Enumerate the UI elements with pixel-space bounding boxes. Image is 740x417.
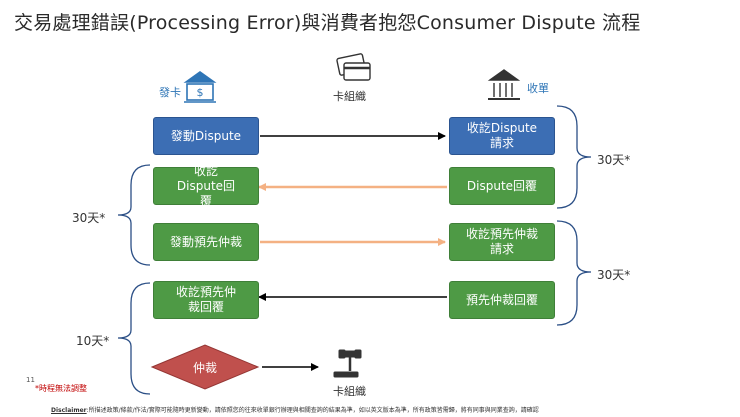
disclaimer-label: Disclaimer bbox=[51, 407, 87, 414]
duration-left-middle: 30天* bbox=[72, 211, 106, 225]
arbitration-diamond bbox=[150, 344, 260, 390]
card-network-icon bbox=[336, 53, 371, 81]
step-receive-pre-arbitration-reply: 收訖預先仲裁回覆 bbox=[153, 281, 259, 319]
duration-left-bottom: 10天* bbox=[76, 334, 110, 348]
brace-left-middle bbox=[117, 164, 151, 266]
page-title: 交易處理錯誤(Processing Error)與消費者抱怨Consumer D… bbox=[14, 12, 641, 34]
step-receive-dispute-reply: 收訖Dispute回覆 bbox=[153, 164, 259, 208]
step-initiate-dispute: 發動Dispute bbox=[153, 117, 259, 155]
disclaimer: Disclaimer:所描述政策/條款/作法/實際可能隨時更新變動，請依照您的往… bbox=[51, 405, 539, 414]
svg-text:$: $ bbox=[197, 86, 204, 99]
network-bottom-label: 卡組織 bbox=[333, 385, 366, 398]
acquirer-label: 收單 bbox=[527, 82, 549, 95]
card-network-label: 卡組織 bbox=[333, 90, 366, 103]
disclaimer-text: :所描述政策/條款/作法/實際可能隨時更新變動，請依照您的往來收單銀行辦理與相關… bbox=[86, 407, 539, 414]
step-pre-arbitration-reply: 預先仲裁回覆 bbox=[449, 281, 555, 319]
issuer-bank-icon: $ bbox=[183, 71, 217, 103]
acquirer-bank-icon bbox=[487, 69, 521, 100]
brace-right-bottom bbox=[556, 220, 592, 326]
page-number: 11 bbox=[26, 376, 35, 384]
step-initiate-pre-arbitration: 發動預先仲裁 bbox=[153, 223, 259, 261]
issuer-label: 發卡 bbox=[159, 86, 181, 99]
step-receive-dispute-request: 收訖Dispute請求 bbox=[449, 117, 555, 155]
schedule-note: *時程無法調整 bbox=[35, 384, 87, 393]
gavel-icon bbox=[333, 349, 362, 378]
arbitration-label: 仲裁 bbox=[192, 361, 217, 375]
brace-left-bottom bbox=[117, 282, 151, 395]
step-receive-pre-arbitration-request: 收訖預先仲裁請求 bbox=[449, 223, 555, 261]
step-dispute-reply: Dispute回覆 bbox=[449, 167, 555, 205]
duration-right-bottom: 30天* bbox=[597, 268, 631, 282]
brace-right-top bbox=[556, 105, 592, 209]
duration-right-top: 30天* bbox=[597, 153, 631, 167]
